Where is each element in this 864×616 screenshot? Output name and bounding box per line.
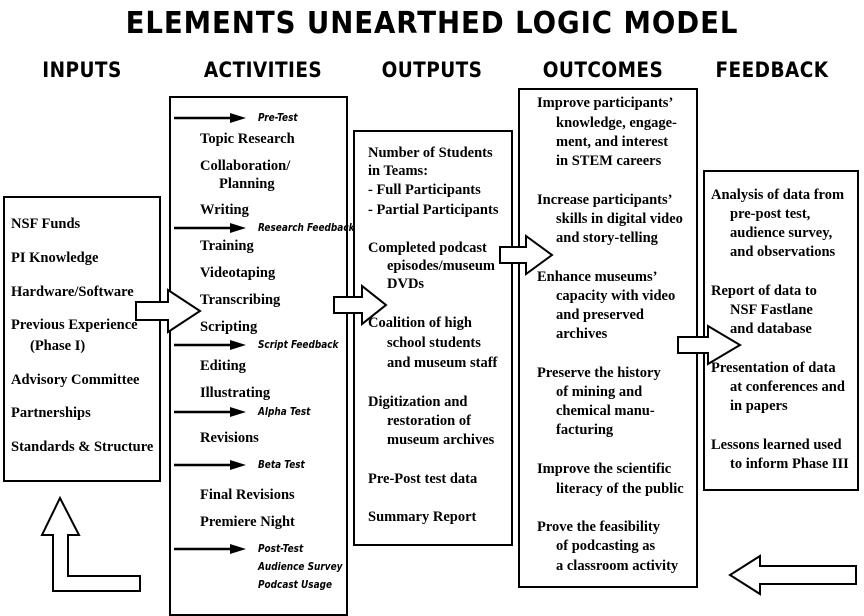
- feedback-item: audience survey,: [730, 225, 833, 241]
- output-item: Completed podcast: [368, 240, 487, 256]
- input-item: (Phase I): [30, 338, 86, 354]
- output-item: restoration of: [387, 413, 471, 429]
- feedback-point-label: Audience Survey: [258, 561, 343, 573]
- feedback-point-label: Script Feedback: [258, 339, 339, 351]
- header-feedback: FEEDBACK: [715, 58, 829, 82]
- activity-item: Editing: [200, 358, 246, 374]
- outcome-item: literacy of the public: [556, 481, 684, 497]
- feedback-item: Report of data to: [711, 283, 817, 299]
- feedback-point-label: Beta Test: [258, 459, 305, 471]
- input-item: Advisory Committee: [11, 372, 140, 388]
- activity-item: Premiere Night: [200, 514, 295, 530]
- outcome-item: and story-telling: [556, 230, 658, 246]
- header-outcomes: OUTCOMES: [542, 58, 664, 82]
- activity-item: Topic Research: [200, 131, 295, 147]
- feedback-item: Presentation of data: [711, 360, 836, 376]
- outcome-item: Prove the feasibility: [537, 519, 660, 535]
- outcome-item: ment, and interest: [556, 134, 669, 150]
- output-item: museum archives: [387, 432, 495, 448]
- output-item: school students: [387, 335, 481, 351]
- activity-item: Collaboration/: [200, 158, 291, 174]
- outcome-item: Improve participants’: [537, 95, 674, 111]
- output-item: episodes/museum: [387, 258, 495, 274]
- input-item: Standards & Structure: [11, 439, 154, 455]
- outcome-item: Enhance museums’: [537, 269, 658, 285]
- feedback-item: to inform Phase III: [730, 456, 849, 472]
- output-item: Coalition of high: [368, 315, 472, 331]
- feedback-arrow-icon: [174, 544, 246, 554]
- activity-item: Transcribing: [200, 292, 281, 308]
- input-item: NSF Funds: [11, 216, 81, 232]
- feedback-item: Analysis of data from: [711, 187, 845, 203]
- diagram-title: ELEMENTS UNEARTHED LOGIC MODEL: [125, 6, 739, 41]
- outcome-item: capacity with video: [556, 288, 676, 304]
- output-item: - Partial Participants: [368, 202, 499, 218]
- activity-item: Illustrating: [200, 385, 271, 401]
- feedback-point-label: Post-Test: [258, 543, 304, 555]
- feedback-arrow-icon: [174, 460, 246, 470]
- output-item: Digitization and: [368, 394, 468, 410]
- output-item: Number of Students: [368, 145, 493, 161]
- feedback-item: NSF Fastlane: [730, 302, 813, 318]
- feedback-arrow-icon: [174, 340, 246, 350]
- feedback-point-label: Podcast Usage: [258, 579, 333, 591]
- loop-arrow-icon: [40, 495, 141, 592]
- loop-arrow-icon: [728, 554, 857, 596]
- activity-item: Writing: [200, 202, 249, 218]
- outcome-item: of podcasting as: [556, 538, 656, 554]
- feedback-point-label: Research Feedback: [258, 222, 355, 234]
- output-item: and museum staff: [387, 355, 498, 371]
- input-item: PI Knowledge: [11, 250, 99, 266]
- input-item: Partnerships: [11, 405, 91, 421]
- activity-item: Scripting: [200, 319, 258, 335]
- outcome-item: Improve the scientific: [537, 461, 672, 477]
- feedback-point-label: Alpha Test: [258, 406, 311, 418]
- outcome-item: a classroom activity: [556, 558, 679, 574]
- output-item: Summary Report: [368, 509, 477, 525]
- feedback-item: in papers: [730, 398, 788, 414]
- outcome-item: archives: [556, 326, 608, 342]
- outcome-item: skills in digital video: [556, 211, 683, 227]
- input-item: Previous Experience: [11, 317, 138, 333]
- activity-item: Planning: [219, 176, 275, 192]
- outcome-item: Preserve the history: [537, 365, 661, 381]
- activity-item: Revisions: [200, 430, 259, 446]
- feedback-arrow-icon: [174, 407, 246, 417]
- feedback-arrow-icon: [174, 113, 246, 123]
- output-item: Pre-Post test data: [368, 471, 478, 487]
- outcome-item: chemical manu-: [556, 403, 655, 419]
- feedback-item: Lessons learned used: [711, 437, 842, 453]
- outcome-item: knowledge, engage-: [556, 115, 677, 131]
- inputs-box: [3, 196, 161, 482]
- feedback-item: at conferences and: [730, 379, 845, 395]
- outcome-item: in STEM careers: [556, 153, 662, 169]
- outcome-item: Increase participants’: [537, 192, 673, 208]
- header-inputs: INPUTS: [42, 58, 122, 82]
- feedback-point-label: Pre-Test: [258, 112, 298, 124]
- activities-box: [169, 96, 348, 616]
- output-item: - Full Participants: [368, 182, 481, 198]
- header-outputs: OUTPUTS: [381, 58, 483, 82]
- outputs-box: [353, 130, 513, 546]
- feedback-item: pre-post test,: [730, 206, 811, 222]
- output-item: DVDs: [387, 276, 425, 292]
- activity-item: Final Revisions: [200, 487, 295, 503]
- activity-item: Training: [200, 238, 254, 254]
- outcome-item: of mining and: [556, 384, 643, 400]
- input-item: Hardware/Software: [11, 284, 134, 300]
- feedback-arrow-icon: [174, 223, 246, 233]
- header-activities: ACTIVITIES: [203, 58, 323, 82]
- activity-item: Videotaping: [200, 265, 276, 281]
- output-item: in Teams:: [368, 163, 429, 179]
- feedback-item: and database: [730, 321, 812, 337]
- feedback-item: and observations: [730, 244, 836, 260]
- outcome-item: facturing: [556, 422, 614, 438]
- outcome-item: and preserved: [556, 307, 644, 323]
